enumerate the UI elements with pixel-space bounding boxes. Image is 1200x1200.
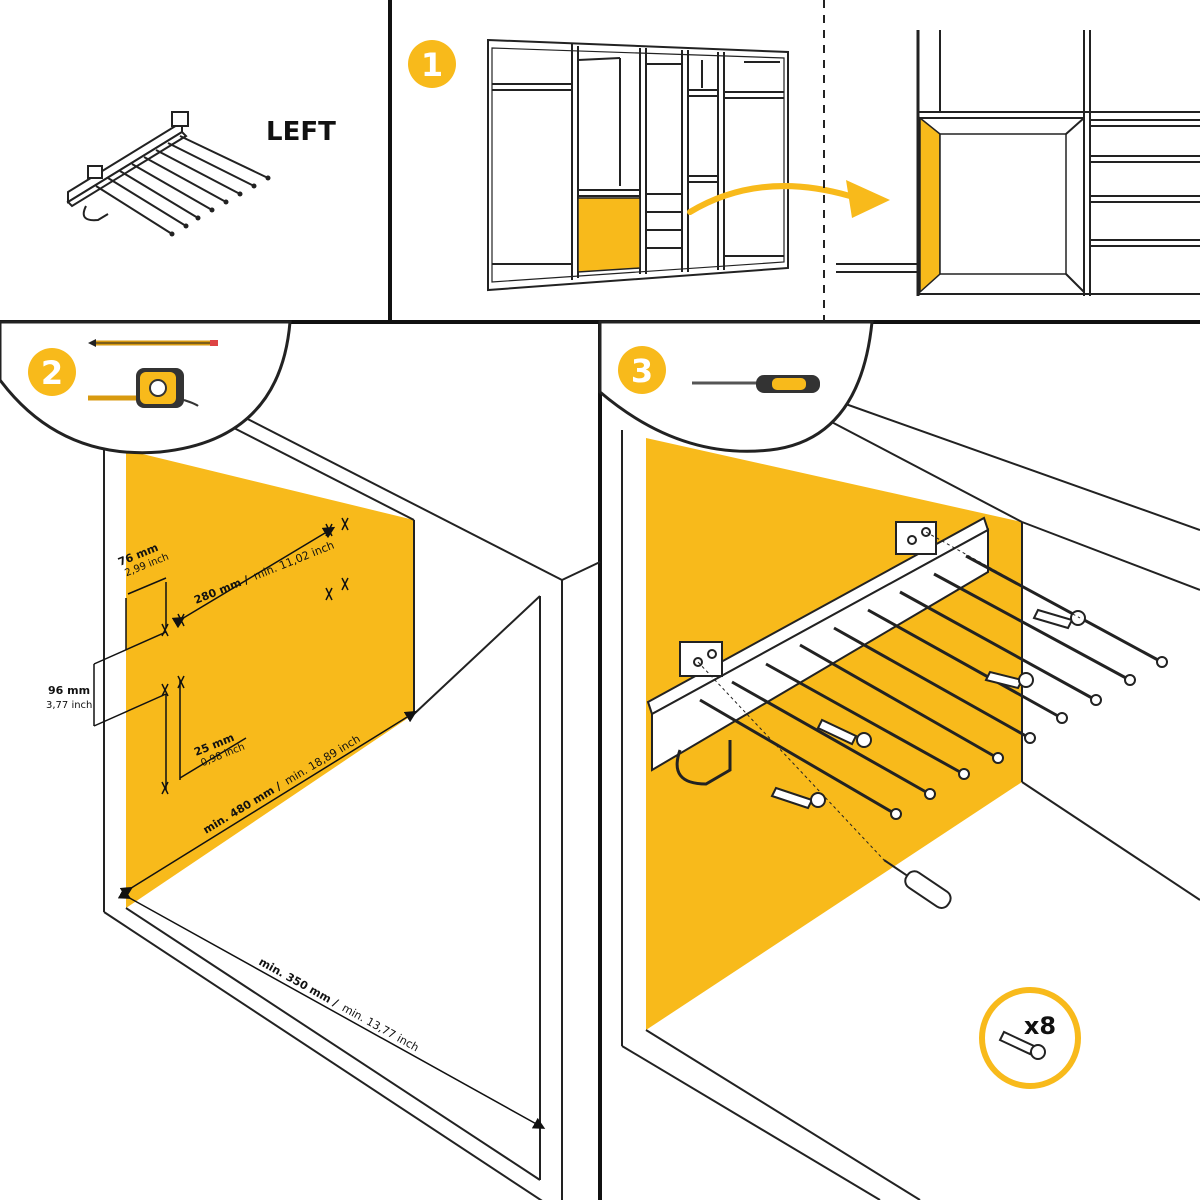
screwdriver-icon xyxy=(692,375,820,393)
cabinet-step-2 xyxy=(103,409,601,1200)
wardrobe-icon xyxy=(487,38,789,292)
screw-icon xyxy=(770,608,1086,810)
screw-icon xyxy=(998,1030,1046,1060)
dim-350-imperial: min. 13,77 inch xyxy=(340,1001,421,1054)
tape-measure-icon xyxy=(88,368,199,408)
rack-icon xyxy=(66,111,271,237)
arrow-icon xyxy=(687,180,890,218)
screw-count-callout: x8 xyxy=(979,987,1081,1089)
target-compartment xyxy=(577,197,641,273)
zoomed-compartment xyxy=(836,30,1200,296)
side-label: LEFT xyxy=(266,117,336,147)
svg-text:min. 350 mm / min. 13,: min. 350 mm / min. 13,77 inch xyxy=(257,955,422,1054)
dim-96-metric: 96 mm xyxy=(48,684,90,697)
step-3-tools-callout: 3 xyxy=(598,320,874,453)
step-2-tools-callout: 2 xyxy=(0,320,292,455)
step-2-number: 2 xyxy=(41,354,63,392)
pencil-icon xyxy=(88,339,218,347)
step-1-number: 1 xyxy=(421,46,443,84)
mounted-rack xyxy=(646,516,1168,909)
step-1-badge: 1 xyxy=(408,40,456,88)
step-3-number: 3 xyxy=(631,352,653,390)
dim-96-imperial: 3,77 inch xyxy=(46,700,92,711)
dimension-lines xyxy=(93,517,546,1129)
screw-quantity: x8 xyxy=(1024,1012,1056,1040)
